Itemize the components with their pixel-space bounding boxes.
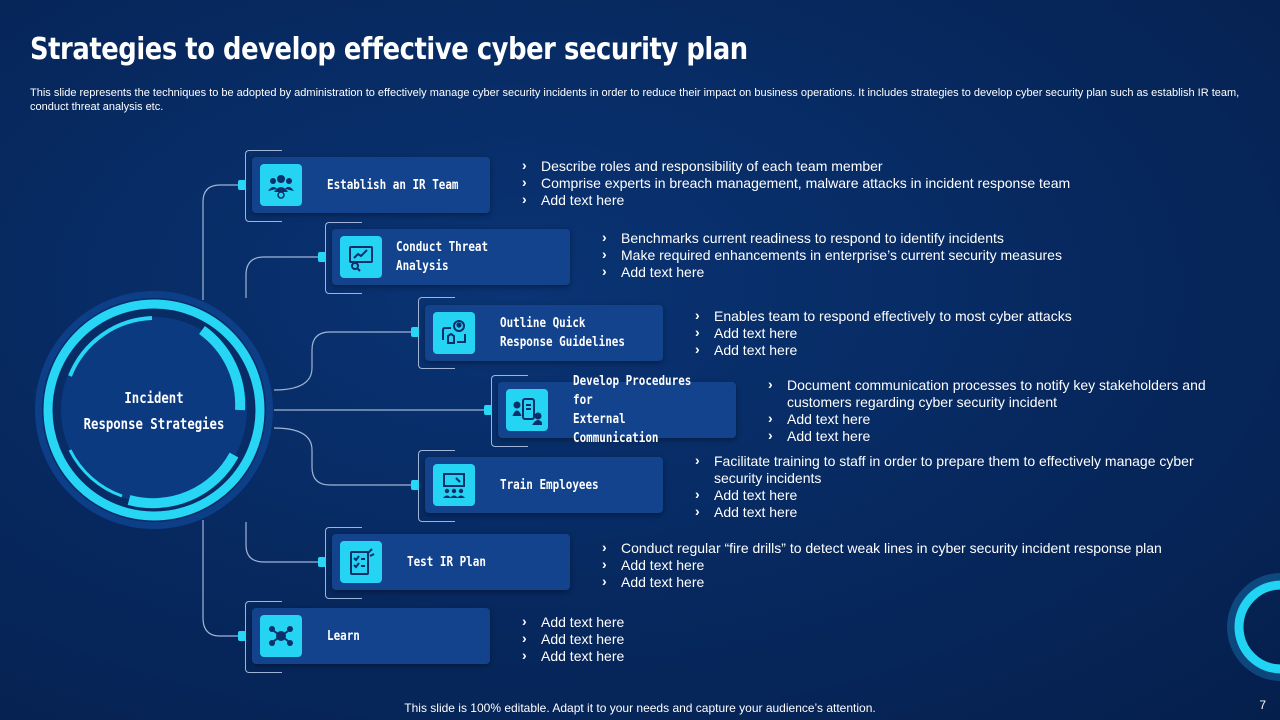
bullet-item: Add text here bbox=[522, 630, 822, 648]
bullet-item: Conduct regular “fire drills” to detect … bbox=[602, 539, 1182, 557]
bullet-item: Add text here bbox=[768, 410, 1218, 428]
bullet-item: Add text here bbox=[695, 503, 1215, 521]
strategy-bullets: Enables team to respond effectively to m… bbox=[695, 307, 1235, 359]
bullet-item: Add text here bbox=[695, 486, 1215, 504]
training-icon bbox=[433, 464, 475, 506]
slide-title: Strategies to develop effective cyber se… bbox=[30, 32, 748, 67]
checklist-icon bbox=[340, 541, 382, 583]
strategy-label: Outline Quick Response Guidelines bbox=[500, 316, 625, 350]
strategy-card-test-ir-plan[interactable]: Test IR Plan bbox=[332, 534, 570, 590]
hub-label: Incident Response Strategies bbox=[83, 389, 225, 433]
bullet-item: Facilitate training to staff in order to… bbox=[695, 452, 1215, 487]
bullet-item: Add text here bbox=[768, 427, 1218, 445]
bullet-item: Make required enhancements in enterprise… bbox=[602, 246, 1162, 264]
connector-dot bbox=[318, 557, 326, 567]
bullet-item: Document communication processes to noti… bbox=[768, 376, 1218, 411]
bullet-item: Benchmarks current readiness to respond … bbox=[602, 229, 1162, 247]
strategy-label: Train Employees bbox=[500, 477, 599, 493]
decorative-ring bbox=[1227, 573, 1280, 681]
strategy-bullets: Benchmarks current readiness to respond … bbox=[602, 229, 1162, 281]
connector-dot bbox=[484, 405, 492, 415]
bullet-item: Add text here bbox=[602, 556, 1182, 574]
strategy-card-response-guidelines[interactable]: Outline Quick Response Guidelines bbox=[425, 305, 663, 361]
bullet-item: Add text here bbox=[522, 191, 1082, 209]
strategy-card-threat-analysis[interactable]: Conduct Threat Analysis bbox=[332, 229, 570, 285]
strategy-card-ir-team[interactable]: Establish an IR Team bbox=[252, 157, 490, 213]
hub-circle bbox=[35, 291, 273, 529]
strategy-card-learn[interactable]: Learn bbox=[252, 608, 490, 664]
strategy-bullets: Describe roles and responsibility of eac… bbox=[522, 157, 1082, 209]
learning-icon bbox=[260, 615, 302, 657]
response-guidelines-icon bbox=[433, 312, 475, 354]
strategy-card-train-employees[interactable]: Train Employees bbox=[425, 457, 663, 513]
strategy-label: Conduct Threat Analysis bbox=[396, 240, 489, 274]
strategy-bullets: Add text here Add text here Add text her… bbox=[522, 613, 822, 665]
bullet-item: Add text here bbox=[695, 324, 1235, 342]
bullet-item: Add text here bbox=[602, 263, 1162, 281]
bullet-item: Add text here bbox=[602, 573, 1182, 591]
strategy-label: Establish an IR Team bbox=[327, 177, 459, 193]
connector-dot bbox=[238, 180, 246, 190]
slide-footer: This slide is 100% editable. Adapt it to… bbox=[404, 701, 876, 715]
page-number: 7 bbox=[1259, 698, 1266, 712]
bullet-item: Add text here bbox=[522, 613, 822, 631]
slide-subtitle: This slide represents the techniques to … bbox=[30, 87, 1240, 113]
connector-dot bbox=[238, 631, 246, 641]
strategy-label: Develop Procedures for External Communic… bbox=[573, 374, 692, 446]
team-icon bbox=[260, 164, 302, 206]
strategy-bullets: Document communication processes to noti… bbox=[768, 376, 1218, 445]
bullet-item: Describe roles and responsibility of eac… bbox=[522, 157, 1082, 175]
communication-icon bbox=[506, 389, 548, 431]
connector-dot bbox=[318, 252, 326, 262]
connector-dot bbox=[411, 327, 419, 337]
connector-dot bbox=[411, 480, 419, 490]
strategy-card-external-communication[interactable]: Develop Procedures for External Communic… bbox=[498, 374, 736, 446]
strategy-bullets: Facilitate training to staff in order to… bbox=[695, 452, 1215, 521]
threat-analysis-icon bbox=[340, 236, 382, 278]
strategy-bullets: Conduct regular “fire drills” to detect … bbox=[602, 539, 1182, 591]
bullet-item: Comprise experts in breach management, m… bbox=[522, 174, 1082, 192]
bullet-item: Add text here bbox=[522, 647, 822, 665]
strategy-label: Test IR Plan bbox=[407, 554, 486, 570]
bullet-item: Enables team to respond effectively to m… bbox=[695, 307, 1235, 325]
bullet-item: Add text here bbox=[695, 341, 1235, 359]
strategy-label: Learn bbox=[327, 628, 360, 644]
